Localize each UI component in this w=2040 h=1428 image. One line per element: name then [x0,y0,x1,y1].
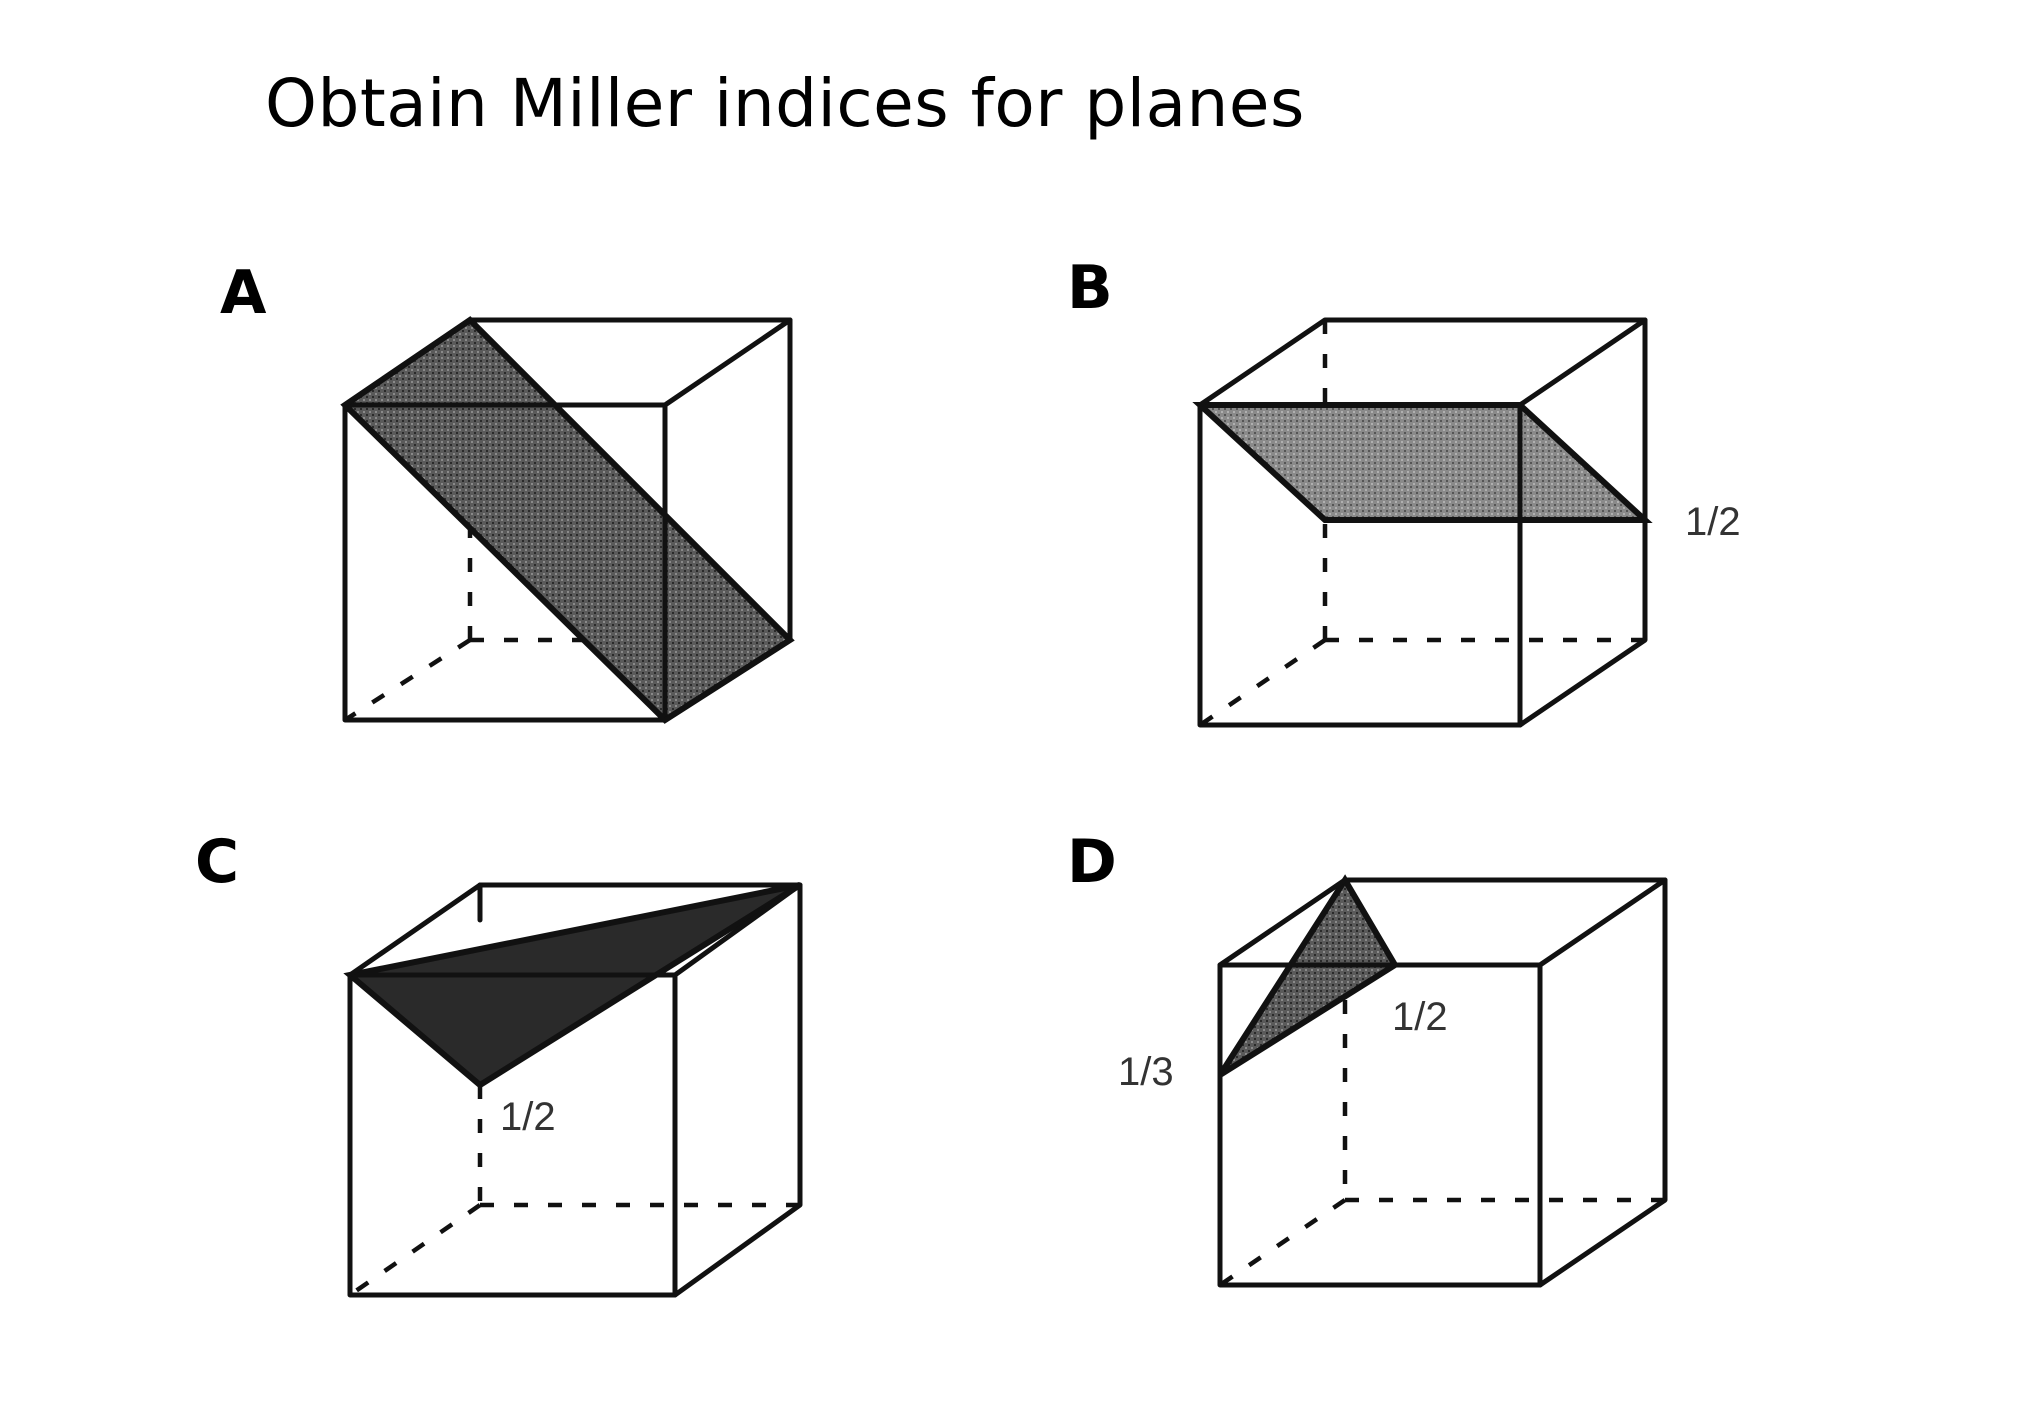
cube-a-hidden-edge [343,638,472,722]
cube-c-top-face [347,882,803,978]
cube-d-plane [1217,874,1400,1078]
cube-b-right-face [1517,317,1648,728]
cube-d-hidden-edge [1218,1198,1347,1287]
cube-a-top-face [342,317,793,408]
cube-c-annotation: 1/2 [500,1095,556,1139]
panel-label-c: C [195,827,240,897]
cube-c-hidden-edge [348,1203,482,1297]
cube-b-hidden-edge [1198,638,1327,727]
panel-label-b: B [1067,253,1113,323]
cube-b-annotation: 1/2 [1685,500,1741,544]
panel-label-a: A [220,258,267,328]
page-title: Obtain Miller indices for planes [265,65,1305,142]
cube-a [340,316,795,724]
cube-b-plane [1192,402,1653,523]
cube-b-top-face [1197,317,1648,408]
cube-d-annotation-half: 1/2 [1392,995,1448,1039]
panel-label-d: D [1067,827,1117,897]
cube-a-right-face [662,317,793,723]
cube-d-top-face [1217,877,1668,968]
cube-c-right-face [672,882,803,1298]
cube-d-annotation-third: 1/3 [1118,1050,1174,1094]
cube-d-right-face [1537,877,1668,1288]
cube-a-plane [340,316,795,724]
cube-c: 1/2 [343,882,803,1298]
cube-c-plane [343,882,802,1089]
cube-d: 1/2 1/3 [1118,874,1668,1288]
cube-b: 1/2 [1192,317,1741,728]
